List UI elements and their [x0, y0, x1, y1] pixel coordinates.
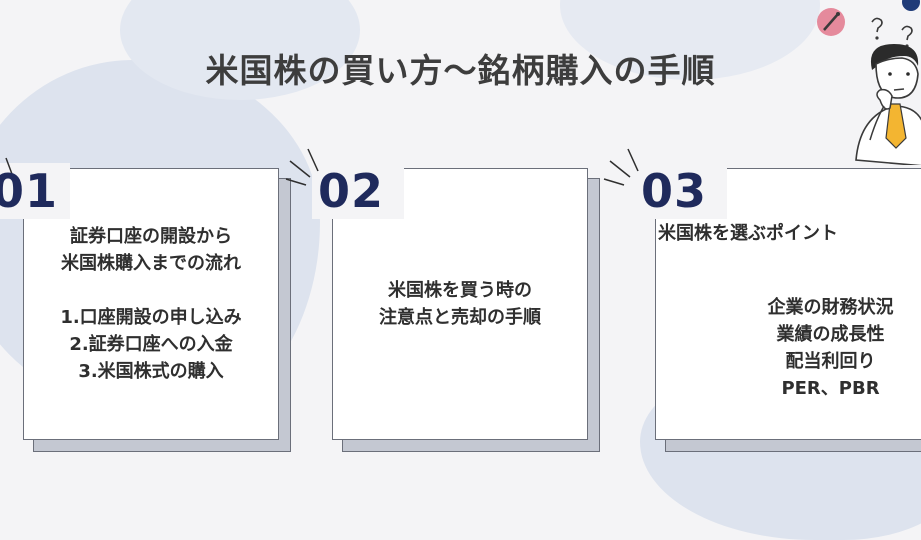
card-body: 米国株を選ぶポイント 企業の財務状況 業績の成長性 配当利回り PER、PBR: [655, 168, 921, 440]
page-title: 米国株の買い方〜銘柄購入の手順: [205, 51, 716, 90]
card-text: 証券口座の開設から 米国株購入までの流れ 1.口座開設の申し込み 2.証券口座へ…: [60, 226, 242, 382]
step-number-02: 02: [318, 164, 385, 218]
card-text: 米国株を買う時の 注意点と売却の手順: [379, 280, 541, 328]
step-card-03: 米国株を選ぶポイント 企業の財務状況 業績の成長性 配当利回り PER、PBR: [655, 168, 921, 458]
question-mark-icon: [871, 17, 913, 48]
burst-lines-icon: [285, 148, 319, 186]
thinking-person-illustration: [817, 0, 921, 165]
pen-icon: [817, 8, 845, 36]
step-number-01: 01: [0, 164, 59, 218]
card-text: 企業の財務状況 業績の成長性 配当利回り PER、PBR: [767, 297, 894, 399]
burst-lines-icon: [603, 148, 639, 186]
number-backdrop: [312, 163, 404, 219]
card-heading: 米国株を選ぶポイント: [658, 223, 838, 244]
number-backdrop: [635, 163, 727, 219]
burst-lines-icon: [5, 157, 13, 175]
step-number-03: 03: [641, 164, 708, 218]
